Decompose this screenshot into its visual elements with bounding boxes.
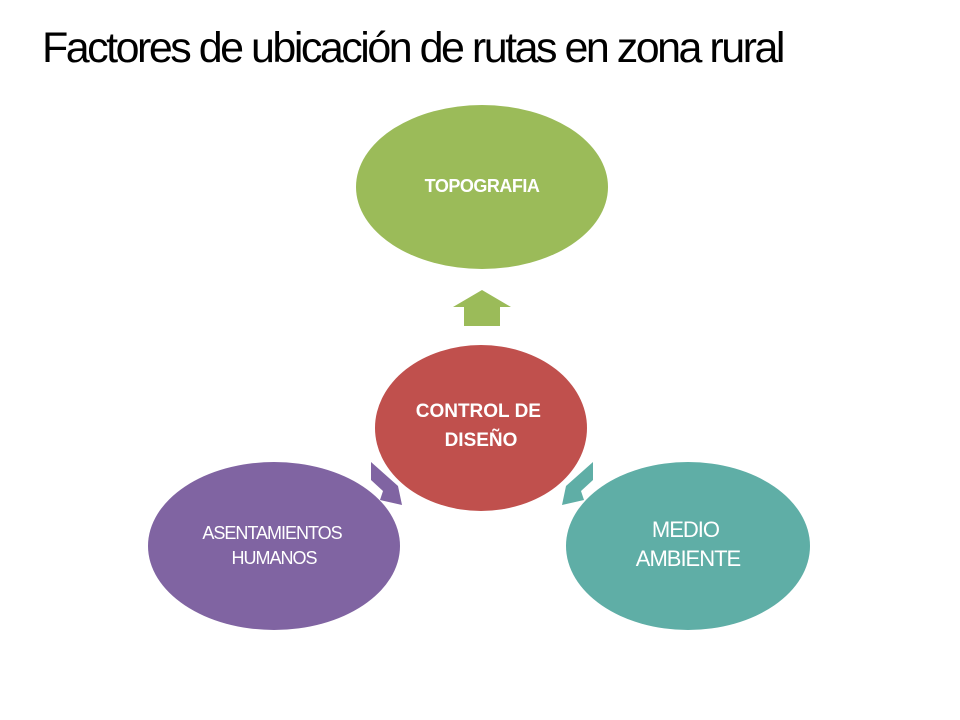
medio-ambiente-label: MEDIO AMBIENTE — [636, 517, 741, 571]
topografia-node — [356, 105, 608, 269]
arrow-up-icon — [453, 290, 511, 326]
asentamientos-label: ASENTAMIENTOS HUMANOS — [202, 523, 345, 568]
topografia-label: TOPOGRAFIA — [425, 176, 540, 196]
arrow-left-down-icon — [371, 462, 402, 505]
control-de-diseno-label: CONTROL DE DISEÑO — [416, 401, 547, 451]
slide-title: Factores de ubicación de rutas en zona r… — [42, 24, 785, 72]
arrow-right-down-icon — [562, 462, 593, 505]
medio-ambiente-node — [566, 462, 810, 630]
control-de-diseno-node — [375, 345, 587, 511]
asentamientos-node — [148, 462, 400, 630]
